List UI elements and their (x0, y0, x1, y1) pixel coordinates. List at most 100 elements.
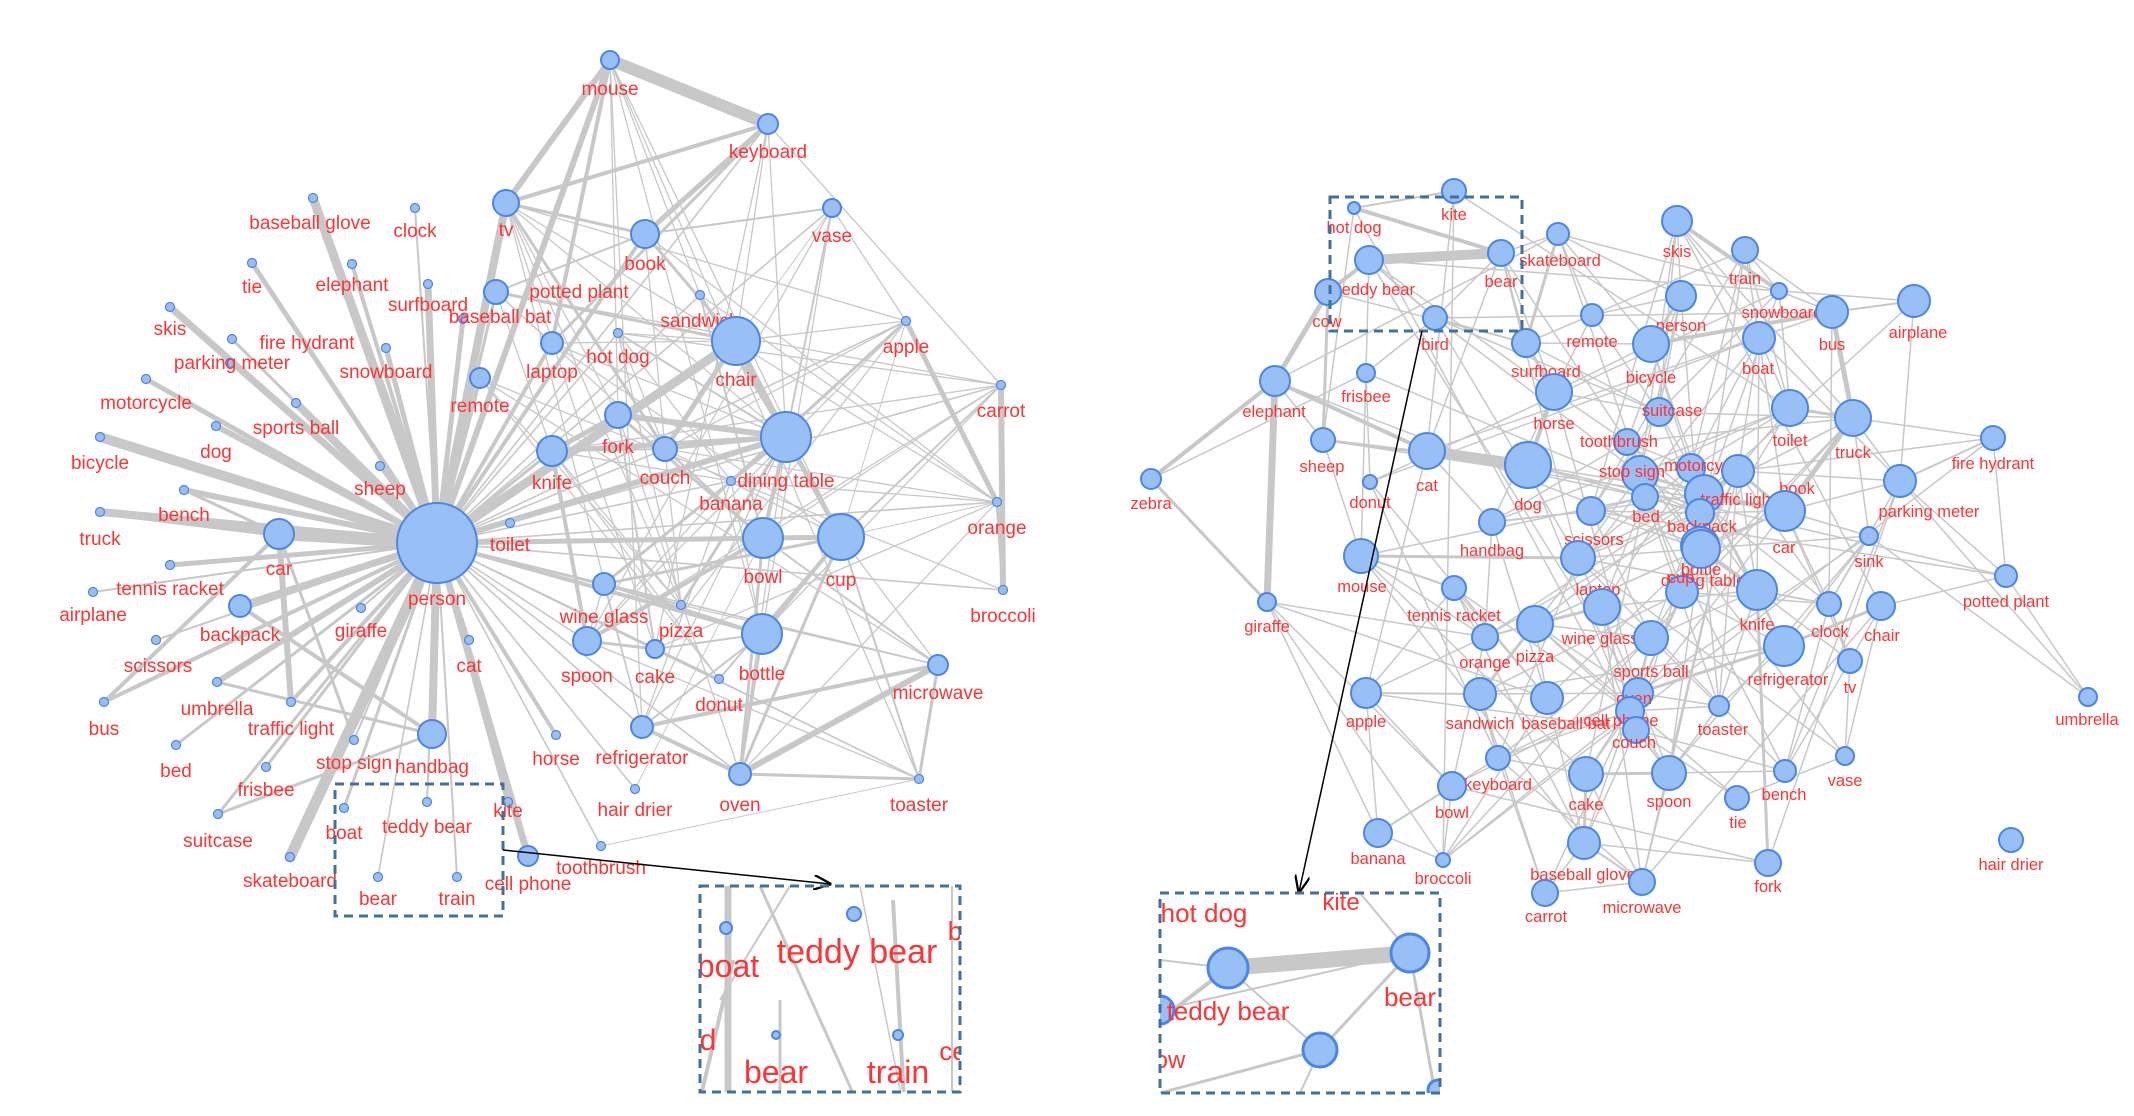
node-potted-plant[interactable] (1994, 564, 2018, 588)
node-truck[interactable] (94, 506, 106, 518)
node-hair-drier[interactable] (1998, 827, 2024, 853)
node-surfboard[interactable] (1511, 328, 1541, 358)
node-person[interactable] (1665, 280, 1697, 312)
node-giraffe[interactable] (355, 602, 367, 614)
node-bear[interactable] (1487, 239, 1515, 267)
node-hair-drier[interactable] (629, 783, 641, 795)
node-bowl[interactable] (1437, 771, 1467, 801)
node-tv[interactable] (492, 189, 520, 217)
node-horse[interactable] (550, 729, 562, 741)
node-chair[interactable] (711, 316, 761, 366)
node-fire-hydrant[interactable] (1980, 425, 2006, 451)
node-zebra[interactable] (1140, 468, 1162, 490)
node-baseball-bat[interactable] (1530, 681, 1564, 715)
node-dog[interactable] (1504, 441, 1552, 489)
node-donut[interactable] (713, 673, 725, 685)
node-pizza[interactable] (1516, 605, 1554, 643)
node-skis[interactable] (1661, 205, 1693, 237)
node-baseball-bat[interactable] (457, 313, 469, 325)
node-frisbee[interactable] (260, 761, 272, 773)
node-hot-dog[interactable] (1347, 201, 1361, 215)
node-boat[interactable] (1742, 321, 1776, 355)
node-skateboard[interactable] (1546, 222, 1570, 246)
node-teddy-bear[interactable] (421, 796, 433, 808)
node-scissors[interactable] (150, 634, 162, 646)
node-elephant[interactable] (346, 258, 358, 270)
node-book[interactable] (630, 219, 660, 249)
node-frisbee[interactable] (1356, 363, 1376, 383)
node-bus[interactable] (1815, 295, 1849, 329)
node-bench[interactable] (178, 484, 190, 496)
node-umbrella[interactable] (2078, 687, 2098, 707)
node-orange[interactable] (991, 496, 1003, 508)
node-kite[interactable] (1441, 178, 1467, 204)
node-toothbrush[interactable] (595, 840, 607, 852)
node-mouse[interactable] (600, 50, 620, 70)
node-bicycle[interactable] (1632, 325, 1670, 363)
node-elephant[interactable] (1259, 365, 1291, 397)
node-parking-meter[interactable] (1883, 464, 1917, 498)
node-fork[interactable] (1754, 849, 1782, 877)
node-truck[interactable] (1834, 399, 1872, 437)
node-pizza[interactable] (675, 599, 687, 611)
node-stop-sign[interactable] (348, 734, 360, 746)
node-toilet[interactable] (504, 517, 516, 529)
node-fork[interactable] (604, 401, 632, 429)
node-couch[interactable] (1622, 716, 1650, 744)
node-knife[interactable] (536, 435, 568, 467)
node-bus[interactable] (98, 696, 110, 708)
node-giraffe[interactable] (1257, 592, 1277, 612)
node-bowl[interactable] (742, 517, 784, 559)
node-fire-hydrant[interactable] (226, 333, 238, 345)
node-train[interactable] (1731, 236, 1759, 264)
node-boat[interactable] (338, 802, 350, 814)
node-keyboard[interactable] (1485, 745, 1511, 771)
node-broccoli[interactable] (1435, 852, 1451, 868)
node-cup[interactable] (1665, 575, 1699, 609)
node-cow[interactable] (1314, 278, 1342, 306)
node-cat[interactable] (1408, 432, 1446, 470)
node-laptop[interactable] (1560, 540, 1596, 576)
node-sheep[interactable] (1310, 427, 1336, 453)
node-tennis-racket[interactable] (1441, 575, 1467, 601)
node-airplane[interactable] (1897, 284, 1931, 318)
node-microwave[interactable] (1628, 868, 1656, 896)
node-sheep[interactable] (374, 460, 386, 472)
node-spoon[interactable] (572, 626, 602, 656)
node-knife[interactable] (1736, 569, 1778, 611)
node-toaster[interactable] (913, 773, 925, 785)
node-cake[interactable] (645, 639, 665, 659)
node-sandwich[interactable] (694, 289, 706, 301)
node-dining-table[interactable] (1681, 529, 1721, 569)
node-car[interactable] (1764, 490, 1806, 532)
node-airplane[interactable] (87, 586, 99, 598)
node-orange[interactable] (1471, 623, 1499, 651)
node-bear[interactable] (372, 871, 384, 883)
node-wine-glass[interactable] (1583, 588, 1621, 626)
node-clock[interactable] (1816, 591, 1842, 617)
node-keyboard[interactable] (757, 113, 779, 135)
node-toaster[interactable] (1708, 695, 1730, 717)
node-tv[interactable] (1837, 648, 1863, 674)
node-chair[interactable] (1866, 591, 1896, 621)
node-bird[interactable] (1422, 305, 1448, 331)
node-bottle[interactable] (741, 613, 783, 655)
node-oven[interactable] (728, 762, 752, 786)
node-vase[interactable] (1835, 746, 1855, 766)
node-handbag[interactable] (417, 719, 447, 749)
node-book[interactable] (1721, 454, 1755, 488)
node-vase[interactable] (822, 198, 842, 218)
node-remote[interactable] (1580, 303, 1604, 327)
node-suitcase[interactable] (1644, 397, 1674, 427)
node-car[interactable] (263, 518, 295, 550)
node-broccoli[interactable] (997, 584, 1009, 596)
node-traffic-light[interactable] (285, 696, 297, 708)
node-teddy-bear[interactable] (1354, 245, 1384, 275)
node-clock[interactable] (409, 202, 421, 214)
node-backpack[interactable] (228, 594, 252, 618)
node-tie[interactable] (246, 257, 258, 269)
node-spoon[interactable] (1651, 755, 1687, 791)
node-sandwich[interactable] (1463, 677, 1497, 711)
node-laptop[interactable] (540, 331, 564, 355)
node-dog[interactable] (210, 420, 222, 432)
